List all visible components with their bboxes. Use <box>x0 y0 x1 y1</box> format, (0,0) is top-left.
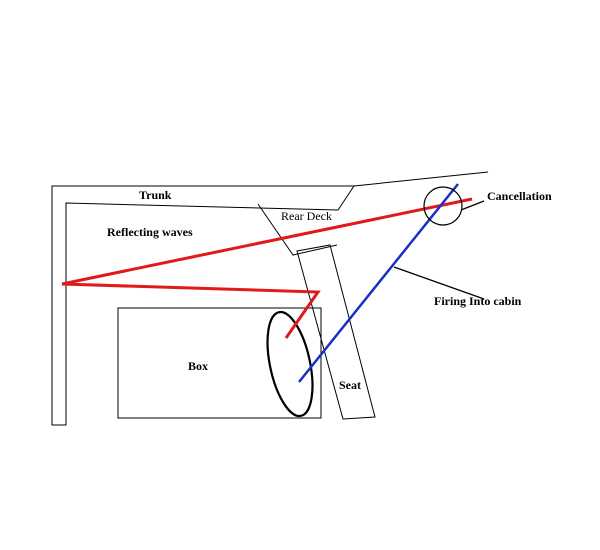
speaker-cone <box>266 310 314 418</box>
reflecting-waves-label: Reflecting waves <box>107 225 193 239</box>
subwoofer-box <box>117 307 322 419</box>
box-label: Box <box>188 359 208 373</box>
firing-leader-line <box>393 266 485 300</box>
seat-label: Seat <box>339 378 361 392</box>
roof-line <box>353 171 489 187</box>
firing-into-cabin-label: Firing Into cabin <box>434 294 522 308</box>
direct-wave-path <box>298 183 459 383</box>
seat-outline <box>296 244 376 420</box>
cancellation-label: Cancellation <box>487 189 552 203</box>
cancellation-circle <box>423 186 463 226</box>
rear-deck-label: Rear Deck <box>281 209 332 223</box>
cancellation-leader-line <box>460 200 485 211</box>
trunk-label: Trunk <box>139 188 172 202</box>
reflecting-wave-path <box>61 197 473 339</box>
trunk-outline <box>51 185 355 426</box>
rear-deck-outline <box>257 203 338 256</box>
